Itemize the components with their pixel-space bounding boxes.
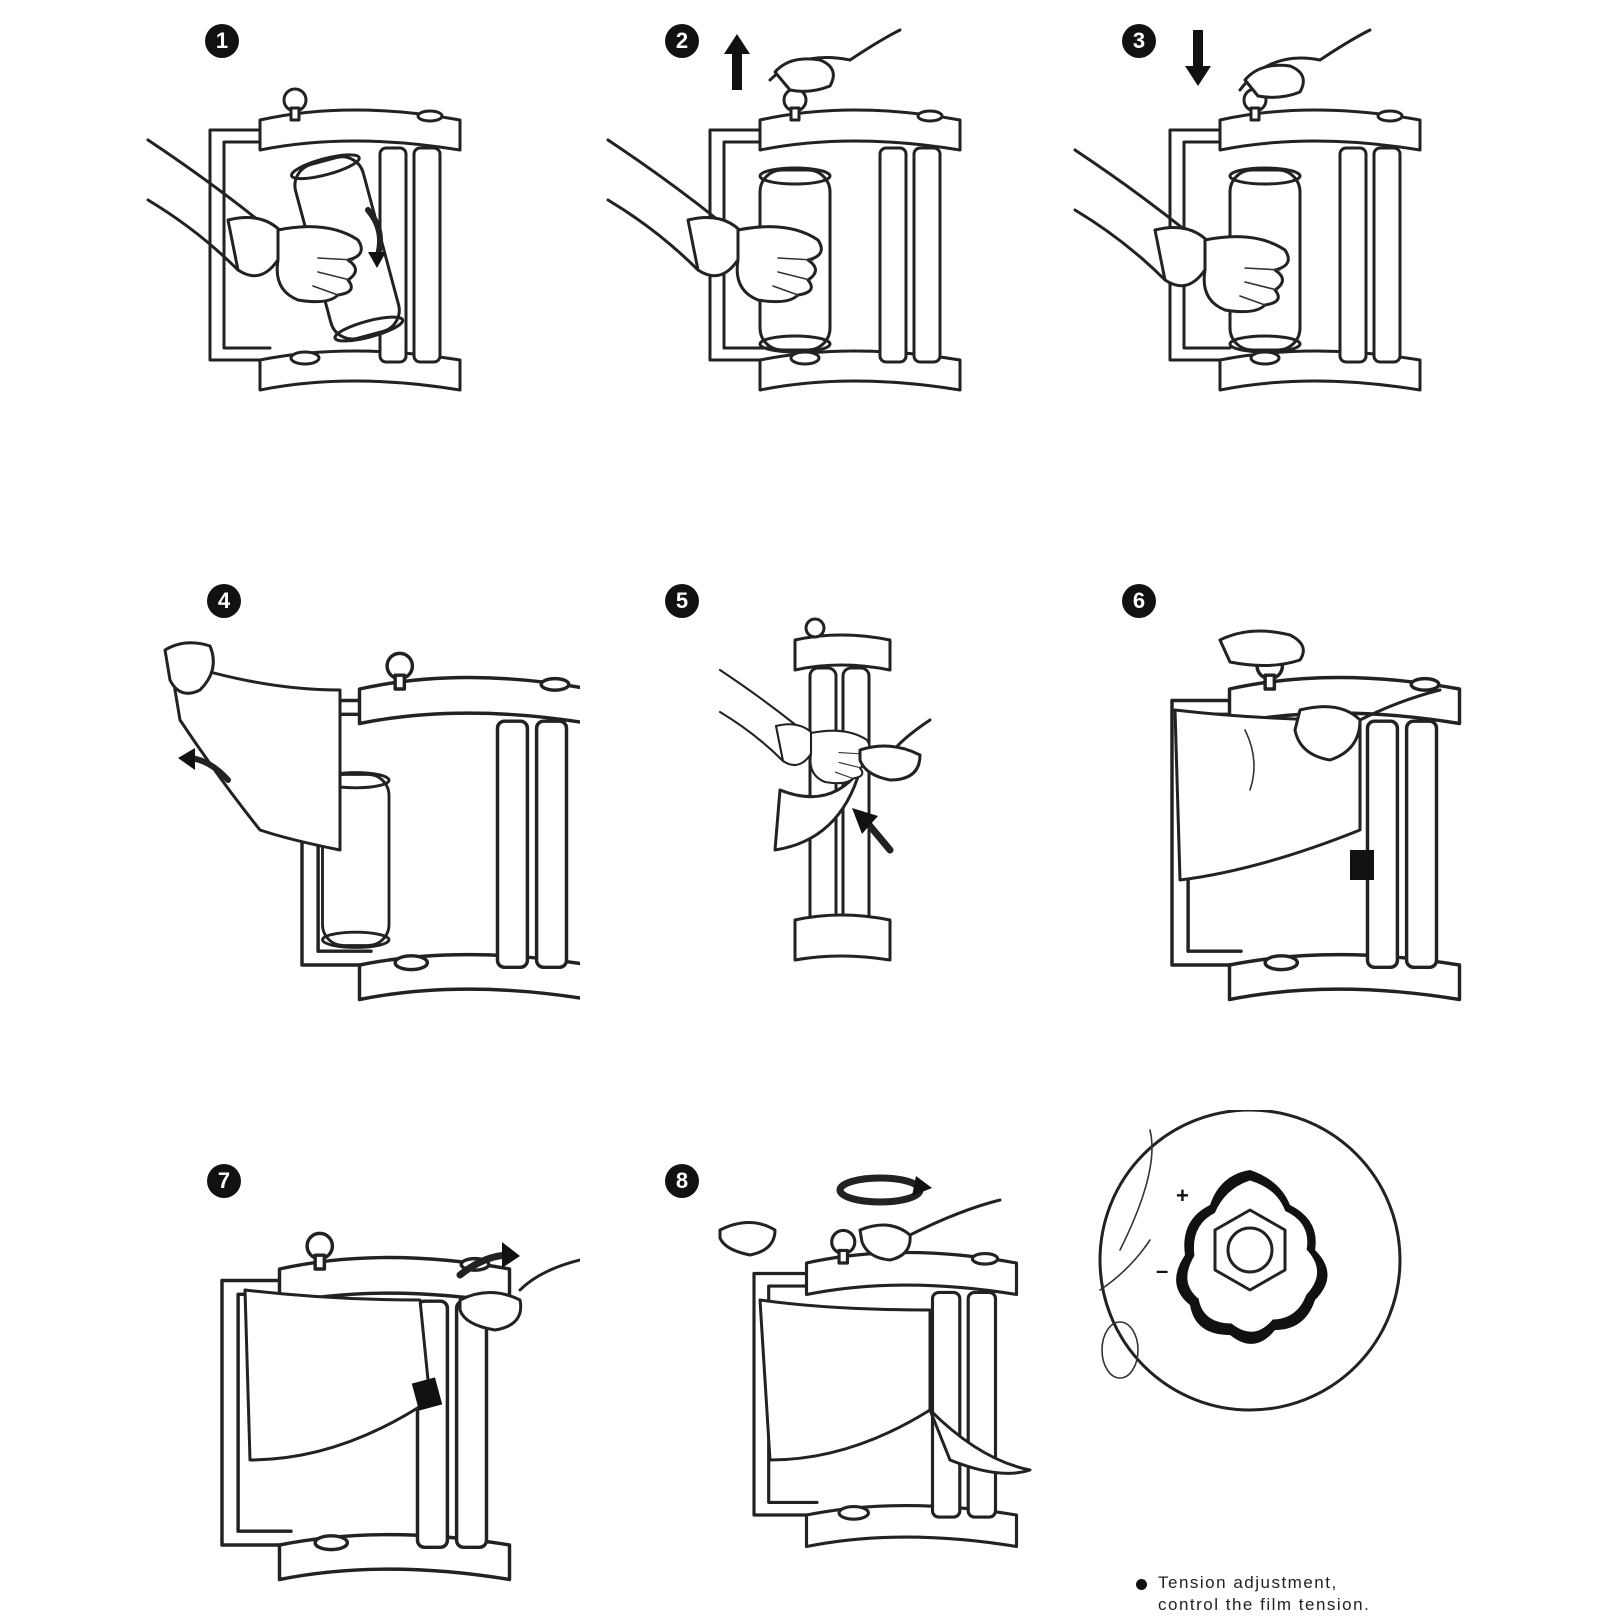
step-5-illustration	[718, 617, 932, 962]
tension-knob-detail: + –	[1090, 1108, 1410, 1430]
tension-note: Tension adjustment, control the film ten…	[1136, 1572, 1418, 1616]
down-arrow	[1185, 30, 1211, 86]
step-7-badge: 7	[207, 1164, 241, 1198]
curved-down-arrow	[365, 207, 383, 258]
diagonal-up-arrow	[852, 808, 894, 854]
note-line-2: control the film tension.	[1158, 1595, 1371, 1614]
step-8-badge: 8	[665, 1164, 699, 1198]
step-4-illustration	[163, 641, 592, 1002]
step-8-panel: 8	[600, 1160, 1040, 1600]
step-3-panel: 3	[1060, 20, 1500, 460]
up-arrow	[724, 34, 750, 90]
step-2-illustration	[606, 28, 962, 392]
step-3-badge: 3	[1122, 24, 1156, 58]
step-6-panel: 6	[1060, 580, 1500, 1020]
step-6-badge: 6	[1122, 584, 1156, 618]
step-5-badge: 5	[665, 584, 699, 618]
step-7-panel: 7	[140, 1160, 582, 1600]
tension-minus-label: –	[1156, 1258, 1168, 1283]
step-3-illustration	[1073, 28, 1422, 392]
step-6-illustration	[1170, 629, 1462, 1002]
step-8-illustration	[718, 1174, 1032, 1549]
step-1-panel: 1	[140, 20, 580, 460]
step-4-panel: 4	[140, 580, 592, 1020]
note-line-1: Tension adjustment,	[1158, 1573, 1338, 1592]
step-4-badge: 4	[207, 584, 241, 618]
step-5-panel: 5	[600, 580, 1040, 1020]
step-2-badge: 2	[665, 24, 699, 58]
bullet-icon	[1136, 1579, 1147, 1590]
step-7-illustration	[220, 1231, 582, 1582]
rotate-arrows	[836, 1174, 932, 1206]
step-1-badge: 1	[205, 24, 239, 58]
step-2-panel: 2	[600, 20, 1040, 460]
tension-plus-label: +	[1176, 1183, 1189, 1208]
step-1-illustration	[146, 87, 462, 392]
